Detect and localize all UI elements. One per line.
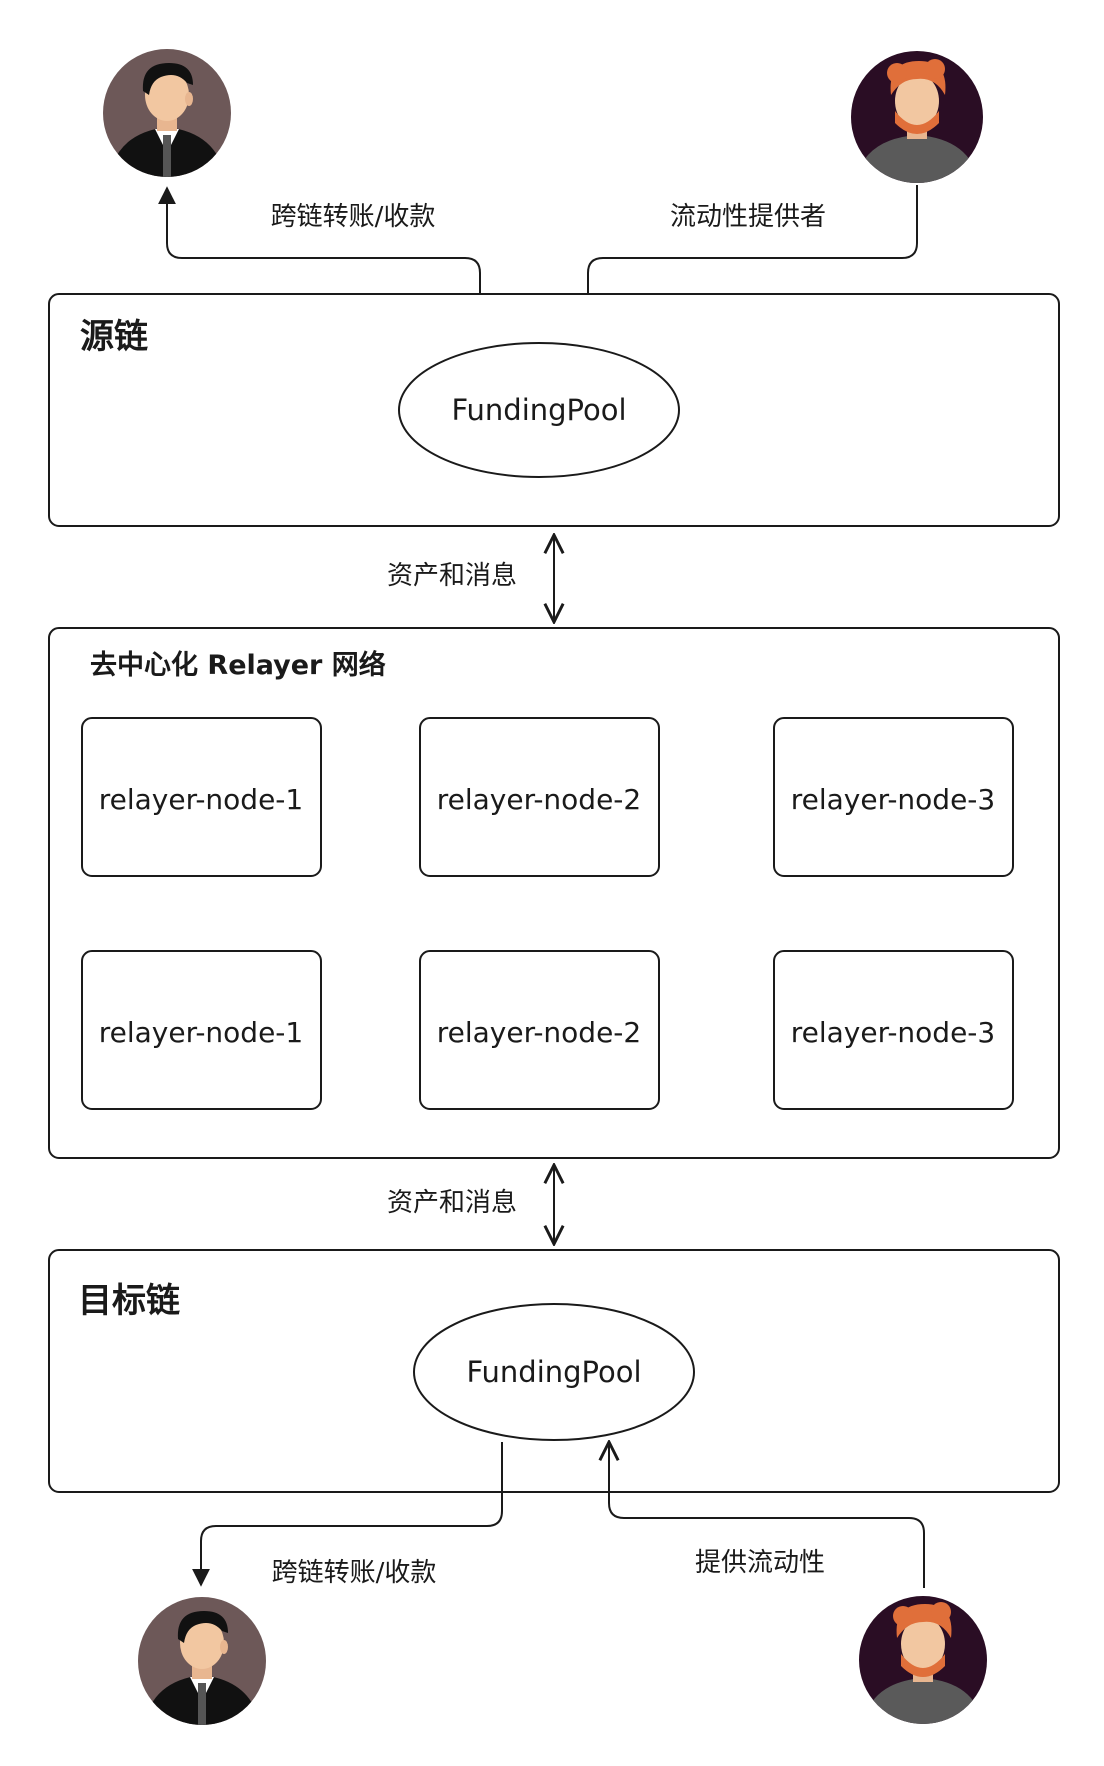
relayer-node-label: relayer-node-2 [437, 1016, 641, 1049]
relayer-node: relayer-node-3 [773, 950, 1014, 1110]
source-relayer-label: 资产和消息 [387, 561, 517, 591]
relayer-node: relayer-node-1 [81, 950, 322, 1110]
relayer-network-title: 去中心化 Relayer 网络 [90, 649, 386, 681]
relayer-node: relayer-node-2 [419, 717, 660, 877]
liquidity-provider-avatar-icon [859, 1596, 987, 1724]
source-funding-pool [398, 342, 680, 478]
target-funding-pool-label: FundingPool [466, 1355, 641, 1389]
relayer-node-label: relayer-node-3 [791, 1016, 995, 1049]
source-funding-pool-label: FundingPool [451, 393, 626, 427]
relayer-node-label: relayer-node-3 [791, 783, 995, 816]
top-lp-flow-label: 流动性提供者 [670, 202, 826, 232]
bottom-lp-flow-line [609, 1442, 925, 1588]
user-avatar-icon [103, 49, 231, 177]
relayer-node-label: relayer-node-1 [99, 783, 303, 816]
target-funding-pool [413, 1303, 695, 1441]
top-lp-flow-line [579, 185, 918, 338]
relayer-node: relayer-node-3 [773, 717, 1014, 877]
source-chain-title: 源链 [80, 317, 148, 357]
top-user-flow-label: 跨链转账/收款 [271, 202, 436, 232]
target-chain-title: 目标链 [78, 1281, 180, 1321]
top-user-flow-line [167, 188, 480, 338]
bottom-lp-flow-label: 提供流动性 [695, 1548, 825, 1578]
relayer-node: relayer-node-2 [419, 950, 660, 1110]
bottom-user-flow-line [192, 1442, 503, 1587]
user-avatar-icon [138, 1597, 266, 1725]
relayer-node-label: relayer-node-2 [437, 783, 641, 816]
liquidity-provider-avatar-icon [851, 51, 983, 183]
relayer-target-label: 资产和消息 [387, 1188, 517, 1218]
relayer-node-label: relayer-node-1 [99, 1016, 303, 1049]
relayer-node: relayer-node-1 [81, 717, 322, 877]
bottom-user-flow-label: 跨链转账/收款 [272, 1558, 437, 1588]
